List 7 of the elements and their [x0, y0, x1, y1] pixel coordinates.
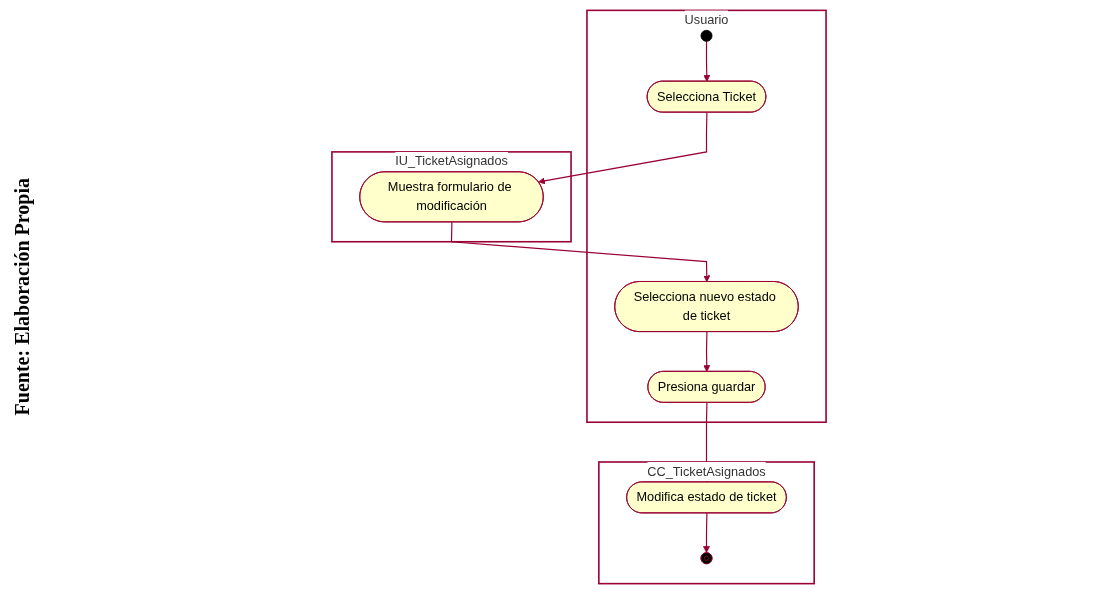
arrow — [703, 40, 711, 82]
arrow — [538, 111, 708, 185]
arrow — [703, 512, 710, 553]
arrow — [450, 221, 711, 283]
arrow — [703, 331, 711, 373]
source-note: Fuente: Elaboración Propia — [10, 178, 34, 416]
node-circle — [700, 29, 713, 42]
